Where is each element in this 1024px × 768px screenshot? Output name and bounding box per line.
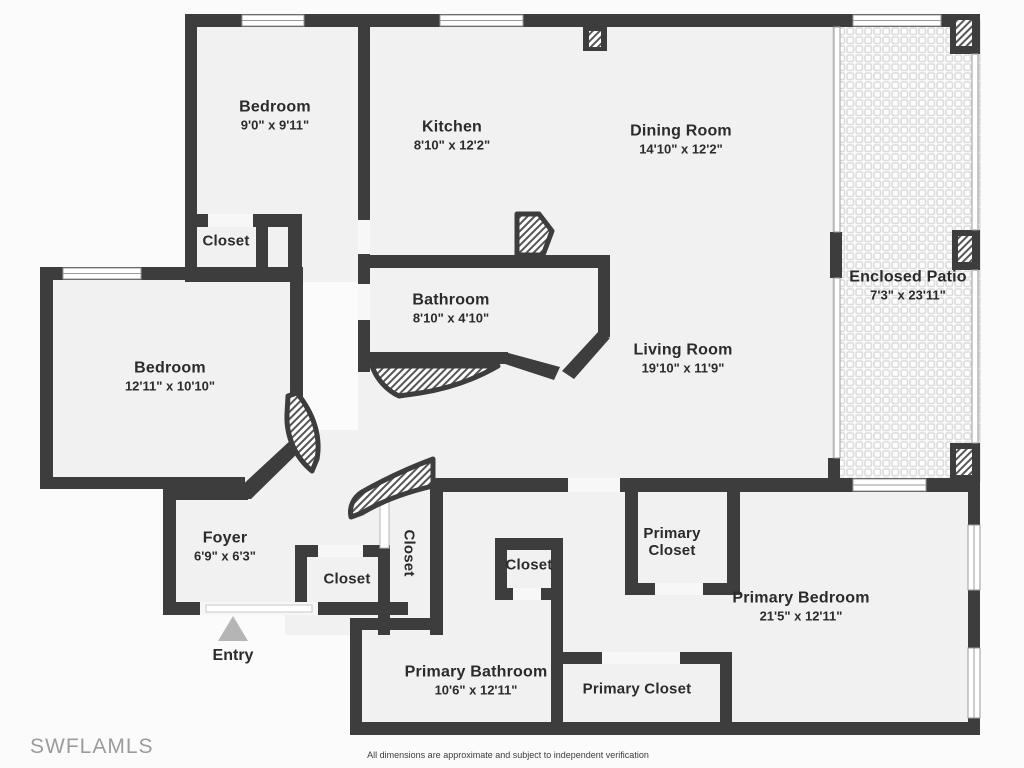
room-label-kitchen: Kitchen 8'10" x 12'2" xyxy=(413,118,491,153)
room-label-closet-top-left: Closet xyxy=(202,232,250,250)
room-label-bedroom-left: Bedroom 12'11" x 10'10" xyxy=(124,359,216,394)
room-label-dining-room: Dining Room 14'10" x 12'2" xyxy=(630,122,732,157)
room-label-foyer: Foyer 6'9" x 6'3" xyxy=(194,529,256,564)
bedroom-door-swing xyxy=(284,390,321,474)
window-mullions xyxy=(63,20,975,718)
room-label-living-room: Living Room 19'10" x 11'9" xyxy=(633,341,733,376)
room-label-primary-bathroom: Primary Bathroom 10'6" x 12'11" xyxy=(404,663,548,698)
room-label-closet-foyer: Closet xyxy=(323,570,371,588)
room-label-bathroom: Bathroom 8'10" x 4'10" xyxy=(412,291,490,326)
room-label-enclosed-patio: Enclosed Patio 7'3" x 23'11" xyxy=(849,268,967,303)
entry-label: Entry xyxy=(212,647,254,664)
kitchen-counter-corner xyxy=(514,211,555,258)
hall-closet-door-swing xyxy=(348,456,436,520)
entry-arrow-icon xyxy=(218,616,248,641)
watermark: SWFLAMLS xyxy=(30,735,154,758)
bathroom-door-swing xyxy=(369,363,501,399)
windows-layer xyxy=(62,14,981,719)
disclaimer-text: All dimensions are approximate and subje… xyxy=(367,750,649,760)
door-openings xyxy=(208,214,703,664)
room-label-primary-closet-bottom: Primary Closet xyxy=(582,680,692,698)
room-label-primary-closet-top: Primary Closet xyxy=(643,524,701,559)
room-label-primary-bedroom: Primary Bedroom 21'5" x 12'11" xyxy=(732,589,870,624)
room-label-closet-hall: Closet xyxy=(400,529,418,577)
room-label-bedroom-top: Bedroom 9'0" x 9'11" xyxy=(239,98,311,133)
column-hatch-insets xyxy=(589,20,972,475)
room-label-closet-mid: Closet xyxy=(505,556,553,574)
door-swings xyxy=(284,211,555,520)
walls-layer xyxy=(40,14,980,735)
